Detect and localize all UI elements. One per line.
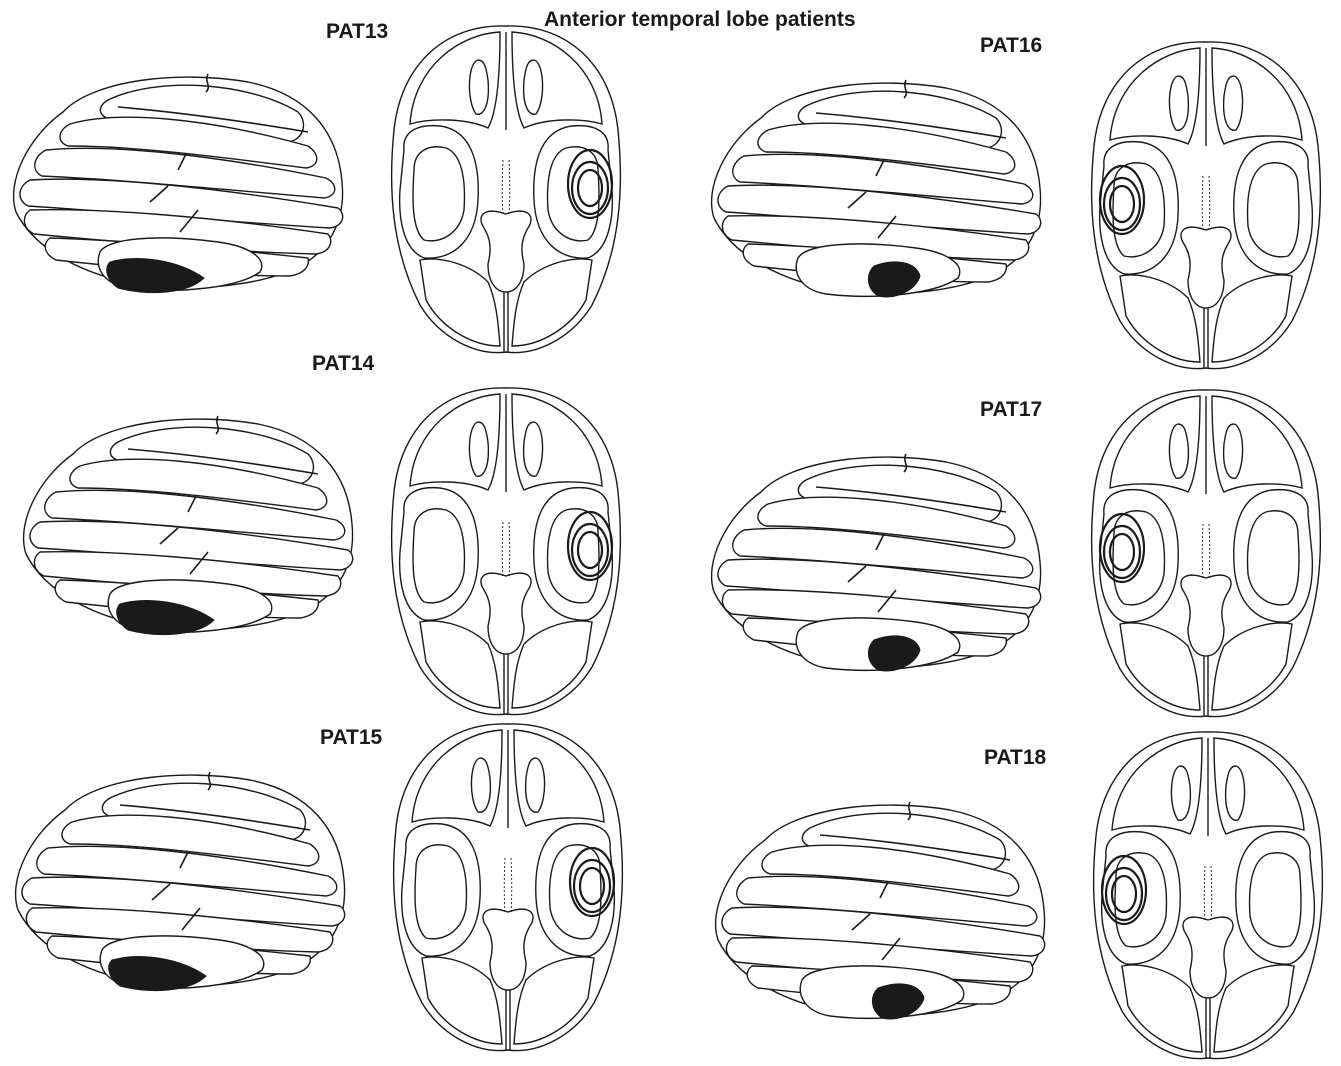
ventral-view-pat13 xyxy=(380,20,632,360)
patient-label-pat18: PAT18 xyxy=(984,746,1046,770)
patient-label-pat13: PAT13 xyxy=(326,20,388,44)
lateral-view-pat14 xyxy=(18,404,363,654)
ventral-view-pat16 xyxy=(1080,36,1332,376)
olfactory-left xyxy=(1169,424,1188,478)
ventral-view-pat15 xyxy=(382,718,634,1058)
ventral-view-pat18 xyxy=(1082,726,1334,1066)
temporal-inner-left xyxy=(413,509,464,603)
olfactory-right xyxy=(524,60,543,114)
lateral-view-pat16 xyxy=(706,68,1051,318)
patient-label-pat17: PAT17 xyxy=(980,398,1042,422)
olfactory-left xyxy=(1169,76,1188,130)
patient-label-pat16: PAT16 xyxy=(980,34,1042,58)
olfactory-right xyxy=(1224,424,1243,478)
lesion-figure: Anterior temporal lobe patients PAT13 PA… xyxy=(0,0,1341,1044)
temporal-inner-right xyxy=(1250,853,1301,947)
olfactory-left xyxy=(1171,766,1190,820)
olfactory-left xyxy=(469,60,488,114)
temporal-inner-right xyxy=(1248,163,1299,257)
lateral-view-pat17 xyxy=(706,442,1051,692)
temporal-inner-left xyxy=(415,845,466,939)
lateral-view-pat13 xyxy=(8,62,353,312)
ventral-view-pat14 xyxy=(380,382,632,722)
temporal-inner-left xyxy=(413,147,464,241)
olfactory-right xyxy=(1224,76,1243,130)
olfactory-left xyxy=(469,422,488,476)
ventral-view-pat17 xyxy=(1080,384,1332,724)
olfactory-right xyxy=(1226,766,1245,820)
olfactory-right xyxy=(524,422,543,476)
patient-label-pat15: PAT15 xyxy=(320,726,382,750)
olfactory-right xyxy=(526,758,545,812)
temporal-inner-right xyxy=(1248,511,1299,605)
lateral-view-pat15 xyxy=(10,760,355,1010)
olfactory-left xyxy=(471,758,490,812)
patient-label-pat14: PAT14 xyxy=(312,352,374,376)
lateral-view-pat18 xyxy=(710,790,1055,1040)
